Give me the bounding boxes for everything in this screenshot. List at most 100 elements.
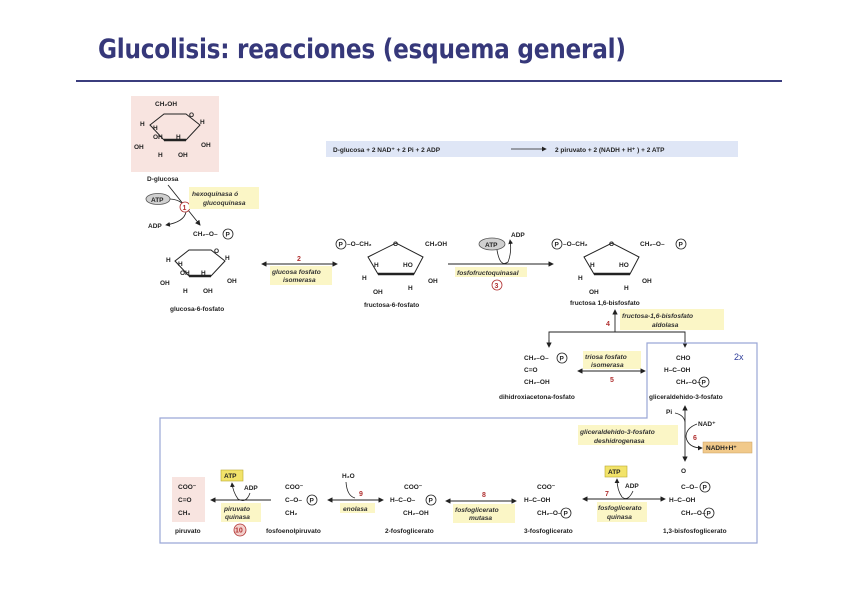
svg-text:ADP: ADP — [244, 485, 258, 492]
svg-text:H: H — [183, 288, 188, 295]
svg-text:P: P — [564, 511, 569, 518]
svg-text:ADP: ADP — [511, 232, 525, 239]
svg-text:NAD⁺: NAD⁺ — [698, 421, 716, 428]
enzyme-10-line1: piruvato — [223, 506, 250, 513]
svg-text:HO: HO — [619, 262, 629, 269]
svg-text:9: 9 — [359, 491, 363, 498]
glucose-structure: CH₂OH O H H OH H H OH OH H OH — [131, 96, 219, 172]
dhap-structure: CH₂–O– P C=O CH₂–OH — [524, 352, 568, 386]
svg-text:ATP: ATP — [608, 469, 621, 476]
svg-text:CH₂–O–: CH₂–O– — [193, 231, 218, 238]
svg-text:CHO: CHO — [676, 355, 690, 362]
step-7: ATP ADP 7 fosfoglicerato quinasa — [582, 465, 666, 522]
svg-text:OH: OH — [180, 270, 190, 277]
atp-badge — [478, 237, 506, 251]
svg-text:C–O–: C–O– — [681, 484, 698, 491]
enzyme-highlight — [620, 309, 724, 330]
f16bp-structure: P –O–CH₂ CH₂–O– P O H HO H OH OH H — [551, 238, 687, 296]
slide-title: Glucolisis: reacciones (esquema general) — [98, 34, 626, 65]
svg-text:CH₂–O–: CH₂–O– — [640, 241, 665, 248]
adp-label: ADP — [148, 223, 162, 230]
step-1: ATP ADP 1 hexoquinasa ó glucoquinasa — [145, 184, 259, 230]
svg-text:CH₂: CH₂ — [285, 510, 297, 517]
svg-text:COO⁻: COO⁻ — [178, 484, 197, 491]
enzyme-3: fosfofructoquinasal — [457, 270, 519, 277]
svg-text:H: H — [201, 270, 206, 277]
svg-text:NADH+H⁺: NADH+H⁺ — [706, 445, 737, 452]
enzyme-2-line2: isomerasa — [283, 277, 316, 284]
svg-text:H: H — [374, 262, 379, 269]
enzyme-highlight — [597, 502, 647, 522]
step-8: 8 fosfoglicerato mutasa — [445, 492, 517, 523]
atp-badge — [604, 465, 628, 478]
svg-text:H: H — [158, 152, 163, 159]
svg-text:H: H — [200, 119, 205, 126]
enzyme-10-line2: quinasa — [225, 514, 250, 521]
svg-text:P: P — [339, 242, 344, 249]
svg-text:H–C–OH: H–C–OH — [669, 497, 696, 504]
svg-text:1: 1 — [183, 205, 187, 212]
svg-text:2: 2 — [297, 256, 301, 263]
g6p-structure: CH₂–O– P O H H OH H H OH OH H OH — [160, 228, 237, 295]
multiplier-label: 2x — [734, 352, 744, 362]
svg-text:H: H — [578, 275, 583, 282]
svg-text:H: H — [408, 285, 413, 292]
svg-text:ADP: ADP — [625, 483, 639, 490]
svg-text:OH: OH — [178, 152, 188, 159]
enzyme-2-line1: glucosa fosfato — [271, 269, 321, 276]
step-3: ATP ADP fosfofructoquinasal 3 — [448, 232, 554, 291]
step-10: ATP ADP piruvato quinasa 10 — [210, 469, 271, 537]
step-6: Pi NAD⁺ 6 NADH+H⁺ gliceraldehido-3-fosfa… — [578, 405, 753, 462]
equation-reactants: D-glucosa + 2 NAD⁺ + 2 Pi + 2 ADP — [333, 147, 441, 154]
svg-text:H–C–OH: H–C–OH — [524, 497, 551, 504]
enzyme-4-line2: aldolasa — [652, 322, 679, 329]
svg-text:CH₃: CH₃ — [178, 510, 190, 517]
substrate-highlight — [131, 96, 219, 172]
svg-text:P: P — [429, 498, 434, 505]
svg-text:OH: OH — [589, 289, 599, 296]
svg-text:OH: OH — [428, 278, 438, 285]
label-13-bisfosfoglicerato: 1,3-bisfosfoglicerato — [663, 528, 727, 535]
svg-text:P: P — [703, 485, 708, 492]
svg-text:OH: OH — [642, 278, 652, 285]
svg-text:P: P — [702, 380, 707, 387]
svg-text:OH: OH — [227, 278, 237, 285]
svg-text:HO: HO — [403, 262, 413, 269]
pg3-structure: COO⁻ H–C–OH CH₂–O– P — [524, 484, 572, 519]
pyruvate-structure: COO⁻ C=O CH₃ — [172, 477, 205, 522]
svg-text:P: P — [707, 511, 712, 518]
svg-text:CH₂–O–: CH₂–O– — [676, 379, 701, 386]
label-fosfoenolpiruvato: fosfoenolpiruvato — [266, 528, 321, 535]
svg-text:H: H — [140, 121, 145, 128]
enzyme-5-line1: triosa fosfato — [585, 354, 627, 361]
svg-text:H–C–O–: H–C–O– — [390, 497, 416, 504]
svg-text:OH: OH — [201, 142, 211, 149]
enzyme-6-line1: gliceraldehido-3-fosfato — [579, 429, 655, 436]
svg-text:5: 5 — [610, 377, 614, 384]
svg-text:P: P — [310, 498, 315, 505]
svg-text:P: P — [560, 356, 565, 363]
enzyme-highlight — [583, 351, 641, 369]
enzyme-highlight — [270, 266, 332, 285]
svg-text:OH: OH — [203, 288, 213, 295]
svg-text:H–C–OH: H–C–OH — [664, 367, 691, 374]
step-5: triosa fosfato isomerasa 5 — [577, 351, 646, 384]
svg-text:COO⁻: COO⁻ — [404, 484, 423, 491]
svg-text:P: P — [679, 242, 684, 249]
enzyme-highlight — [221, 503, 261, 522]
svg-text:Pi: Pi — [666, 409, 672, 416]
svg-text:H: H — [624, 285, 629, 292]
label-3-fosfoglicerato: 3-fosfoglicerato — [524, 528, 573, 535]
enzyme-highlight — [189, 187, 259, 209]
enzyme-highlight — [455, 267, 527, 277]
svg-text:O: O — [393, 241, 398, 248]
svg-text:8: 8 — [482, 492, 486, 499]
label-glucosa-6-fosfato: glucosa-6-fosfato — [170, 306, 224, 313]
enzyme-6-line2: deshidrogenasa — [594, 438, 645, 445]
label-gliceraldehido-3-fosfato: gliceraldehido-3-fosfato — [649, 394, 723, 401]
enzyme-4-line1: fructosa-1,6-bisfosfato — [622, 313, 693, 320]
enzyme-1-line1: hexoquinasa ó — [192, 191, 238, 198]
bpg13-structure: O C–O– P H–C–OH CH₂–O– P — [669, 468, 715, 519]
svg-text:H: H — [362, 275, 367, 282]
step-2: 2 glucosa fosfato isomerasa — [261, 256, 338, 285]
